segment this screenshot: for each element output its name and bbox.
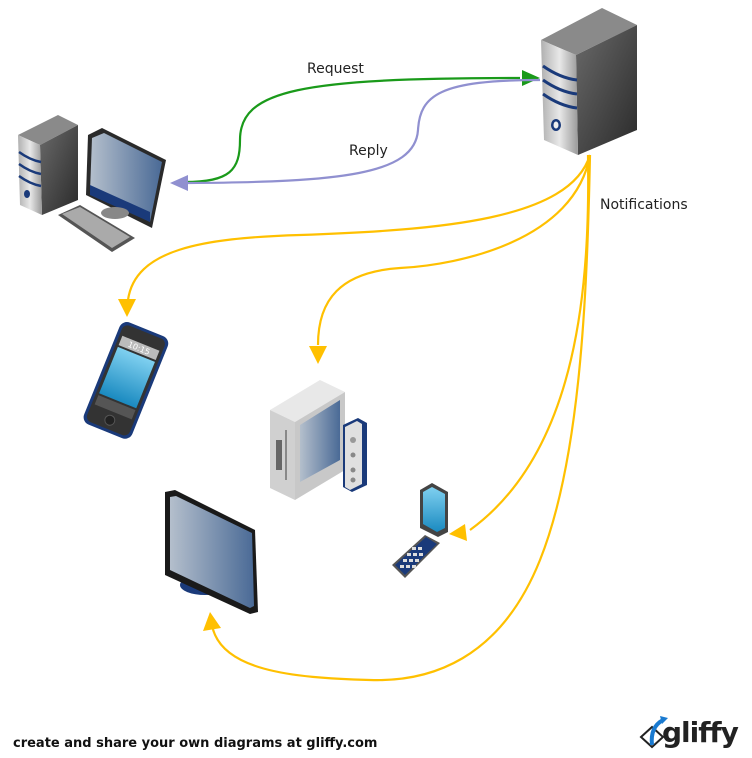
desktop-computer-icon[interactable]: [18, 115, 166, 252]
notification-arrowhead-tv: [203, 612, 221, 631]
gliffy-logo-icon: [639, 716, 668, 749]
notification-edge-smartphone: [126, 154, 592, 301]
notification-edge-game-console: [316, 154, 592, 346]
gliffy-logo-text: gliffy: [662, 716, 739, 749]
flip-phone-icon[interactable]: [392, 483, 448, 578]
reply-arrowhead: [170, 175, 188, 191]
footer-text[interactable]: create and share your own diagrams at gl…: [13, 736, 378, 751]
flat-screen-tv-icon[interactable]: [165, 490, 258, 614]
smartphone-icon[interactable]: 10:15: [81, 320, 170, 441]
reply-label: Reply: [349, 143, 388, 159]
notification-arrowhead-game-console: [309, 346, 327, 364]
request-edge: [184, 76, 521, 184]
reply-edge: [187, 78, 541, 185]
request-arrowhead: [522, 70, 540, 86]
server-tower-icon[interactable]: [541, 8, 637, 155]
notification-arrowhead-flip-phone: [449, 524, 467, 541]
notifications-label: Notifications: [600, 197, 688, 213]
notification-edge-tv: [210, 154, 592, 682]
notification-edge-flip-phone: [469, 154, 590, 531]
request-label: Request: [307, 61, 364, 77]
game-console-icon[interactable]: [270, 380, 367, 500]
notification-arrowhead-smartphone: [118, 299, 136, 317]
gliffy-logo[interactable]: gliffy: [638, 714, 748, 754]
